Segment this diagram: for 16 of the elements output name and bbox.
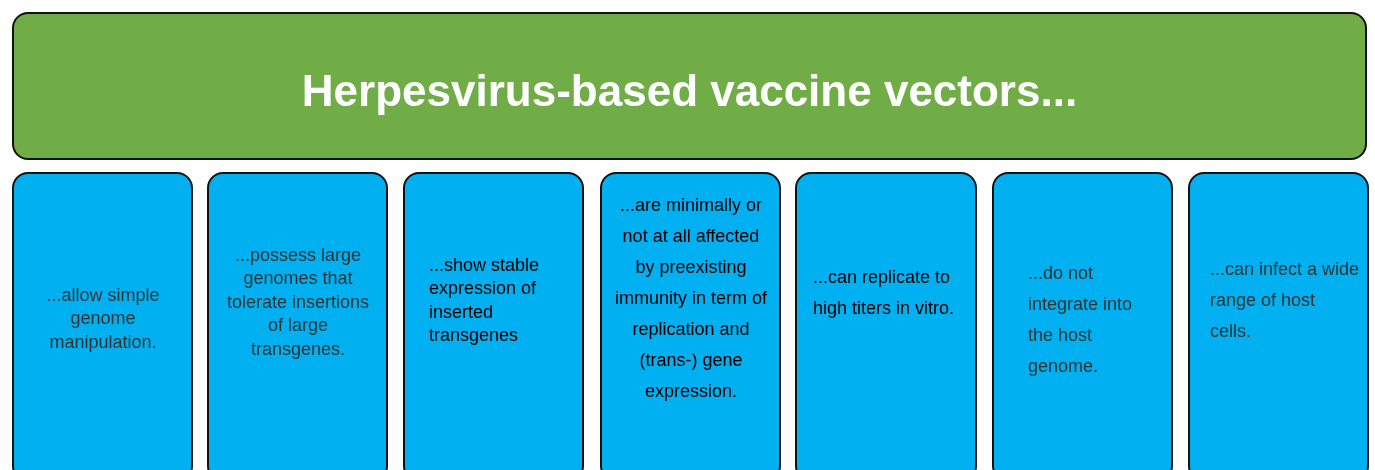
card-text: ...do not integrate into the host genome. xyxy=(1028,262,1134,378)
card-text: ...are minimally or not at all affected by preexisting immunity in term of replication and (trans-) gene expression. xyxy=(614,194,768,403)
card-text: ...possess large genomes that tolerate insertions of large transgenes. xyxy=(225,244,371,361)
property-card xyxy=(207,172,388,470)
property-card xyxy=(403,172,584,470)
card-text: ...can replicate to high titers in vitro. xyxy=(813,266,956,320)
property-card xyxy=(12,172,193,470)
property-card xyxy=(795,172,977,470)
card-text: ...allow simple genome manipulation. xyxy=(45,284,161,354)
title-banner xyxy=(12,12,1367,160)
property-card xyxy=(1188,172,1369,470)
card-text: ...show stable expression of inserted transgenes xyxy=(429,254,541,348)
property-card xyxy=(992,172,1173,470)
card-text: ...can infect a wide range of host cells. xyxy=(1210,258,1360,343)
property-card xyxy=(600,172,781,470)
title-text: Herpesvirus-based vaccine vectors... xyxy=(300,65,1079,117)
